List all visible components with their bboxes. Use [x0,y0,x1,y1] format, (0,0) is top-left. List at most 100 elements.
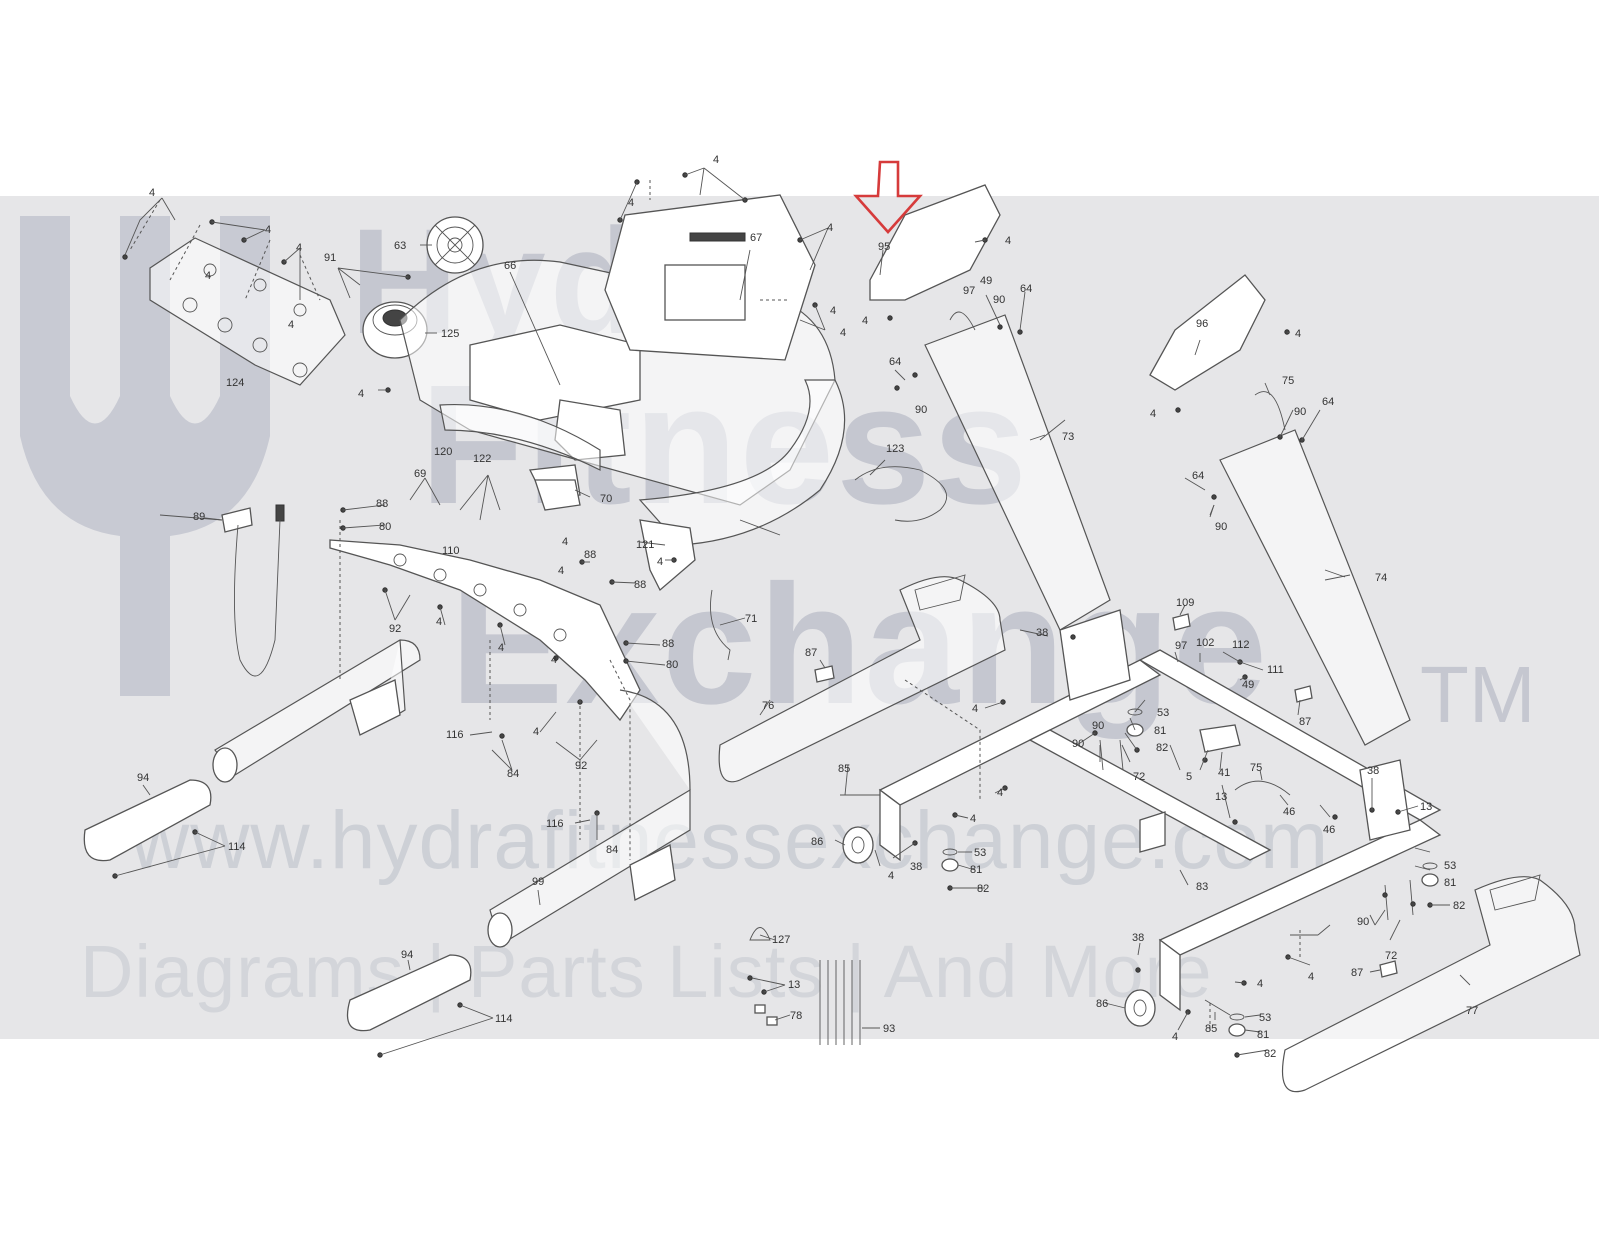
callout-4: 4 [1005,235,1011,247]
callout-114: 114 [228,841,246,853]
leader-lines [114,167,1471,1056]
callout-87: 87 [805,647,817,659]
part-93-cable-ties [819,960,861,1045]
callout-90: 90 [1072,738,1084,750]
callout-97: 97 [1175,640,1187,652]
callout-93: 93 [883,1023,895,1035]
callout-64: 64 [889,356,901,368]
callout-63: 63 [394,240,406,252]
callout-97: 97 [963,285,975,297]
callout-90: 90 [993,294,1005,306]
watermark-url: www.hydrafitnessexchange.com [130,795,1330,886]
callout-81: 81 [1154,725,1166,737]
callout-116: 116 [446,729,464,741]
callout-91: 91 [324,252,336,264]
part-120-handrail-trim [439,403,601,471]
part-127-clip [749,927,771,941]
callout-4: 4 [840,327,846,339]
part-110-console-frame [329,539,641,722]
callout-92: 92 [389,623,401,635]
callout-53: 53 [1259,1012,1271,1024]
callout-111: 111 [1267,664,1284,676]
callout-86: 86 [811,836,823,848]
callout-13: 13 [1215,791,1227,803]
callout-90: 90 [1357,916,1369,928]
callout-81: 81 [1444,877,1456,889]
callout-46: 46 [1283,806,1295,818]
callout-82: 82 [1264,1048,1276,1060]
callout-4: 4 [436,616,442,628]
callout-120: 120 [434,446,452,458]
callout-13: 13 [788,979,800,991]
callout-69: 69 [414,468,426,480]
callout-102: 102 [1196,637,1214,649]
callout-82: 82 [1156,742,1168,754]
part-63-fan [426,216,484,274]
callout-38: 38 [1036,627,1048,639]
callout-81: 81 [970,864,982,876]
callout-4: 4 [888,870,894,882]
part-86-rear-wheel [1124,989,1156,1027]
callout-66: 66 [504,260,516,272]
callout-88: 88 [584,549,596,561]
part-109-label [1172,613,1191,631]
highlight-arrow-icon [853,160,923,234]
callout-41: 41 [1218,767,1230,779]
callout-4: 4 [296,242,302,254]
callout-83: 83 [1196,881,1208,893]
callout-76: 76 [762,700,774,712]
callout-38: 38 [1367,765,1379,777]
callout-88: 88 [376,498,388,510]
part-124-console-back-panel [129,199,346,386]
callout-90: 90 [1215,521,1227,533]
callout-90: 90 [1092,720,1104,732]
callout-94: 94 [137,772,149,784]
callout-81: 81 [1257,1029,1269,1041]
callout-46: 46 [1323,824,1335,836]
callout-86: 86 [1096,998,1108,1010]
callout-4: 4 [358,388,364,400]
callout-4: 4 [1308,971,1314,983]
watermark-logo-icon [20,216,270,696]
callout-4: 4 [972,703,978,715]
callout-4: 4 [1295,328,1301,340]
callout-4: 4 [713,154,719,166]
part-85-bolt [840,794,1231,1016]
part-87-label [814,665,1398,978]
callout-4: 4 [265,224,271,236]
callout-73: 73 [1062,431,1074,443]
part-97-wire-harness [949,311,976,331]
part-86-front-wheel [842,826,874,864]
callout-4: 4 [551,654,557,666]
callout-64: 64 [1192,470,1204,482]
callout-4: 4 [1150,408,1156,420]
callout-127: 127 [772,934,790,946]
callout-110: 110 [442,545,460,557]
part-83-base-frame [878,609,1442,1012]
part-73-right-upright [924,314,1111,631]
callout-4: 4 [830,305,836,317]
callout-49: 49 [980,275,992,287]
callout-90: 90 [1294,406,1306,418]
callout-82: 82 [977,883,989,895]
callout-84: 84 [507,768,519,780]
callout-96: 96 [1196,318,1208,330]
callout-87: 87 [1299,716,1311,728]
part-75-wire-harness [1234,391,1291,796]
callout-5: 5 [1186,771,1192,783]
watermark-trademark: TM [1420,650,1536,739]
part-121-handrail-cap [639,519,696,592]
callout-122: 122 [473,453,491,465]
callout-88: 88 [662,638,674,650]
part-67-console-display [604,194,816,361]
callout-4: 4 [1257,978,1263,990]
callout-80: 80 [666,659,678,671]
callout-labels: 4 4 4 4 4 124 91 63 125 4 120 66 67 4 4 … [137,154,1478,1060]
callout-53: 53 [1444,860,1456,872]
callout-89: 89 [193,511,205,523]
callout-4: 4 [533,726,539,738]
callout-53: 53 [1157,707,1169,719]
callout-123: 123 [886,443,904,455]
callout-4: 4 [562,536,568,548]
callout-70: 70 [600,493,612,505]
